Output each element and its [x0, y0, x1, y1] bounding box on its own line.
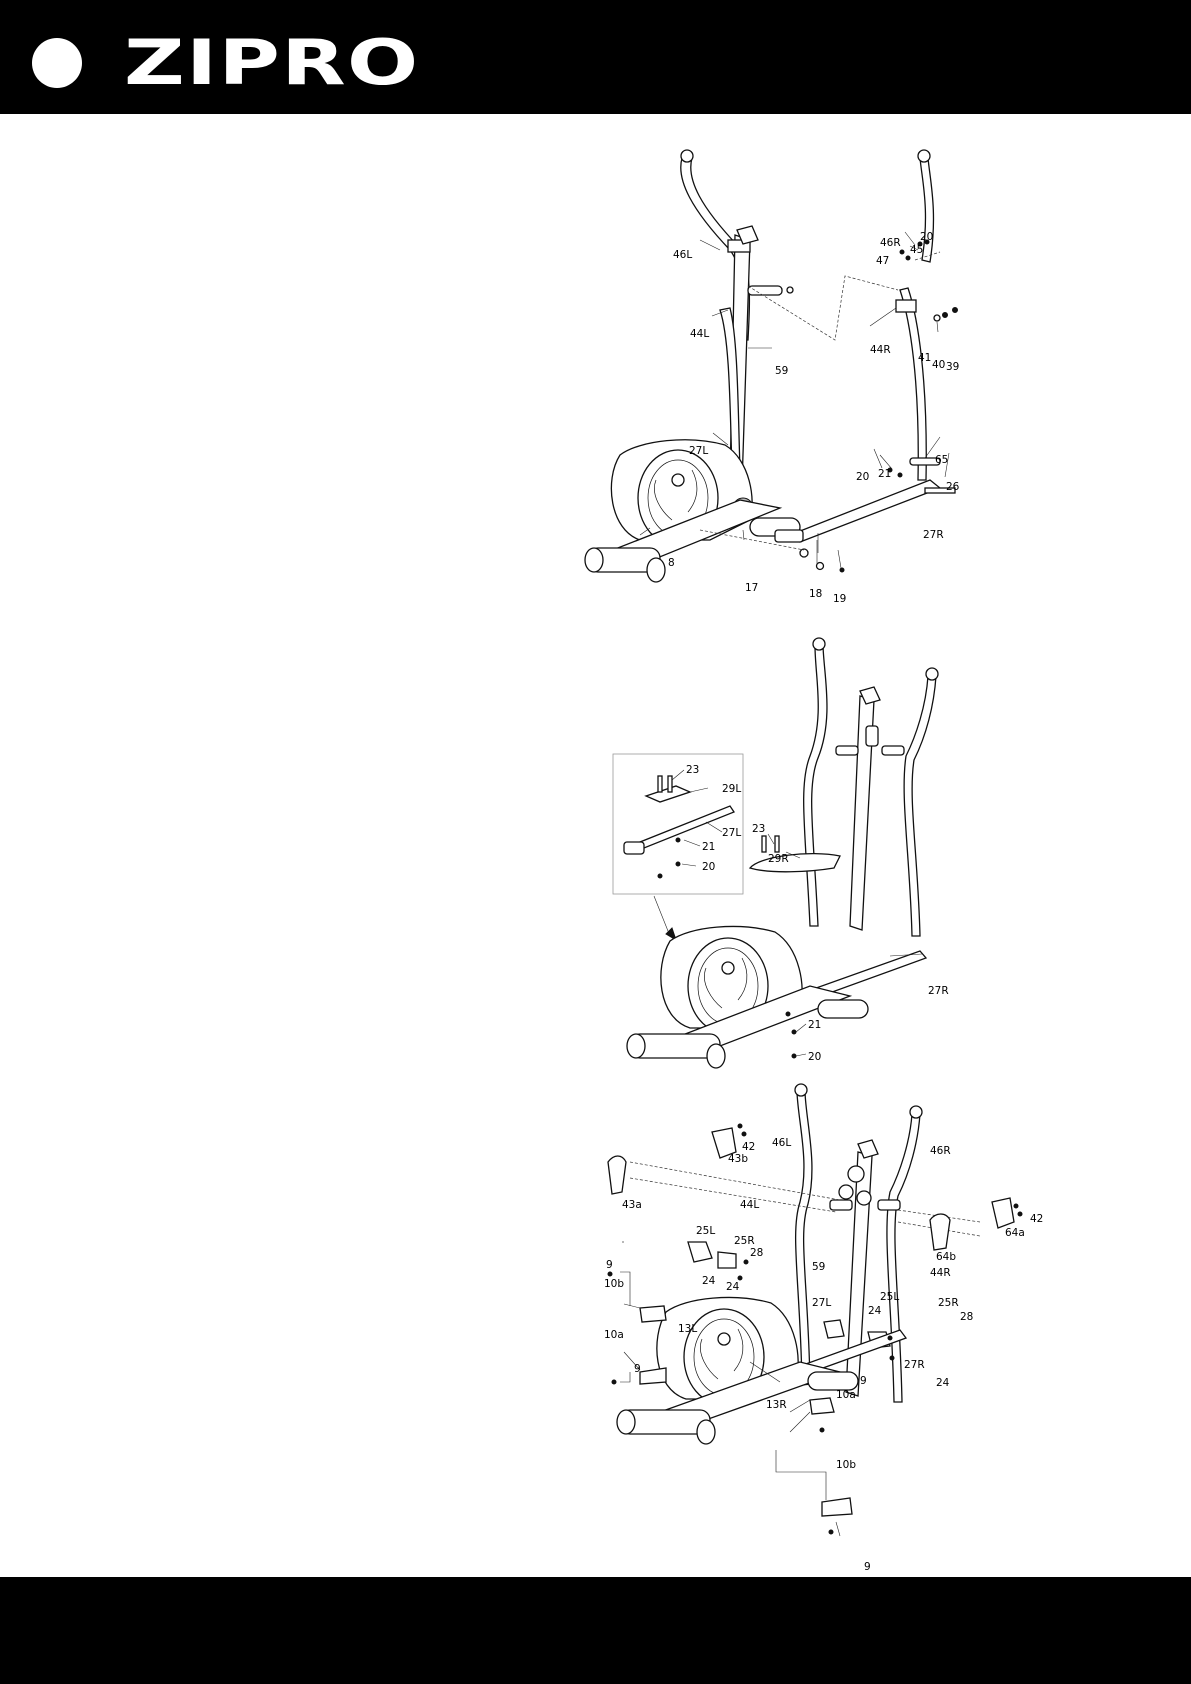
part-label: 25L	[880, 1291, 899, 1303]
part-label: 20	[856, 471, 869, 483]
part-label: 27R	[904, 1359, 925, 1371]
part-label: 43a	[622, 1199, 642, 1211]
part-label: 26	[946, 481, 960, 493]
part-label: 24	[936, 1377, 950, 1389]
part-label: 59	[812, 1261, 825, 1273]
part-label: 10b	[836, 1459, 856, 1471]
part-label: 46R	[930, 1145, 951, 1157]
part-label: 44R	[930, 1267, 951, 1279]
part-label: 27R	[928, 985, 949, 997]
part-label: 64a	[1005, 1227, 1025, 1239]
part-label: 10a	[604, 1329, 624, 1341]
part-label: 43b	[728, 1153, 748, 1165]
step3-drawing: 46L 46R 42 43b 43a 44L 64b 64a 42 25L 25…	[600, 1082, 1060, 1572]
part-label: 13R	[766, 1399, 787, 1411]
part-label: 59	[775, 365, 788, 377]
part-label: 19	[833, 593, 846, 605]
footer-bar	[0, 1577, 1191, 1684]
part-label: 65	[935, 454, 948, 466]
part-label: 24	[868, 1305, 882, 1317]
part-label: 46L	[772, 1137, 791, 1149]
part-label: 44L	[690, 328, 709, 340]
part-label: 10a	[836, 1389, 856, 1401]
part-label: 24	[726, 1281, 740, 1293]
part-label: 24	[702, 1275, 716, 1287]
part-label: 44L	[740, 1199, 759, 1211]
part-label: 29R	[768, 853, 789, 865]
part-label: 44R	[870, 344, 891, 356]
part-label: 27L	[812, 1297, 831, 1309]
part-label: 23	[686, 764, 699, 776]
part-label: 9	[606, 1259, 613, 1271]
header-bar: ZIPRO	[0, 0, 1191, 114]
part-label: 9	[864, 1561, 871, 1572]
part-label: 17	[745, 582, 758, 594]
part-label: 42	[1030, 1213, 1043, 1225]
part-label: 40	[932, 359, 945, 371]
part-label: 28	[960, 1311, 973, 1323]
part-label: 46L	[673, 249, 692, 261]
assembly-diagram-step-2: 23 29L 27L 21 20 23 29R 27R 21 20	[610, 636, 1030, 1076]
part-label: 21	[808, 1019, 821, 1031]
part-label: 25L	[696, 1225, 715, 1237]
part-label: 8	[668, 557, 675, 569]
logo-circle-icon	[32, 38, 82, 88]
part-label: 45	[910, 244, 923, 256]
part-label: 20	[920, 231, 933, 243]
part-label: 47	[876, 255, 889, 267]
part-label: 23	[752, 823, 765, 835]
part-label: 27L	[689, 445, 708, 457]
part-label: 18	[809, 588, 822, 600]
part-label: 42	[742, 1141, 755, 1153]
part-label: 20	[702, 861, 715, 873]
part-label: 25R	[938, 1297, 959, 1309]
part-label: 21	[878, 468, 891, 480]
part-label: 27R	[923, 529, 944, 541]
part-label: 9	[860, 1375, 867, 1387]
part-label: 25R	[734, 1235, 755, 1247]
assembly-diagram-step-1: 46L 44L 59 27L 8 17 18 19 46R 20 45 47 4…	[580, 140, 1050, 610]
part-label: 39	[946, 361, 959, 373]
step1-drawing: 46L 44L 59 27L 8 17 18 19 46R 20 45 47 4…	[580, 140, 1050, 610]
part-label: 21	[702, 841, 715, 853]
part-label: 13L	[678, 1323, 697, 1335]
step2-drawing: 23 29L 27L 21 20 23 29R 27R 21 20	[610, 636, 1030, 1076]
part-label: 46R	[880, 237, 901, 249]
part-label: 28	[750, 1247, 763, 1259]
brand-logo: ZIPRO	[124, 28, 420, 98]
part-label: 64b	[936, 1251, 956, 1263]
assembly-diagram-step-3: 46L 46R 42 43b 43a 44L 64b 64a 42 25L 25…	[600, 1082, 1060, 1572]
part-label: 10b	[604, 1278, 624, 1290]
part-label: 27L	[722, 827, 741, 839]
part-label: 41	[918, 352, 931, 364]
part-label: 29L	[722, 783, 741, 795]
part-label: 9	[634, 1363, 641, 1375]
part-label: 20	[808, 1051, 821, 1063]
